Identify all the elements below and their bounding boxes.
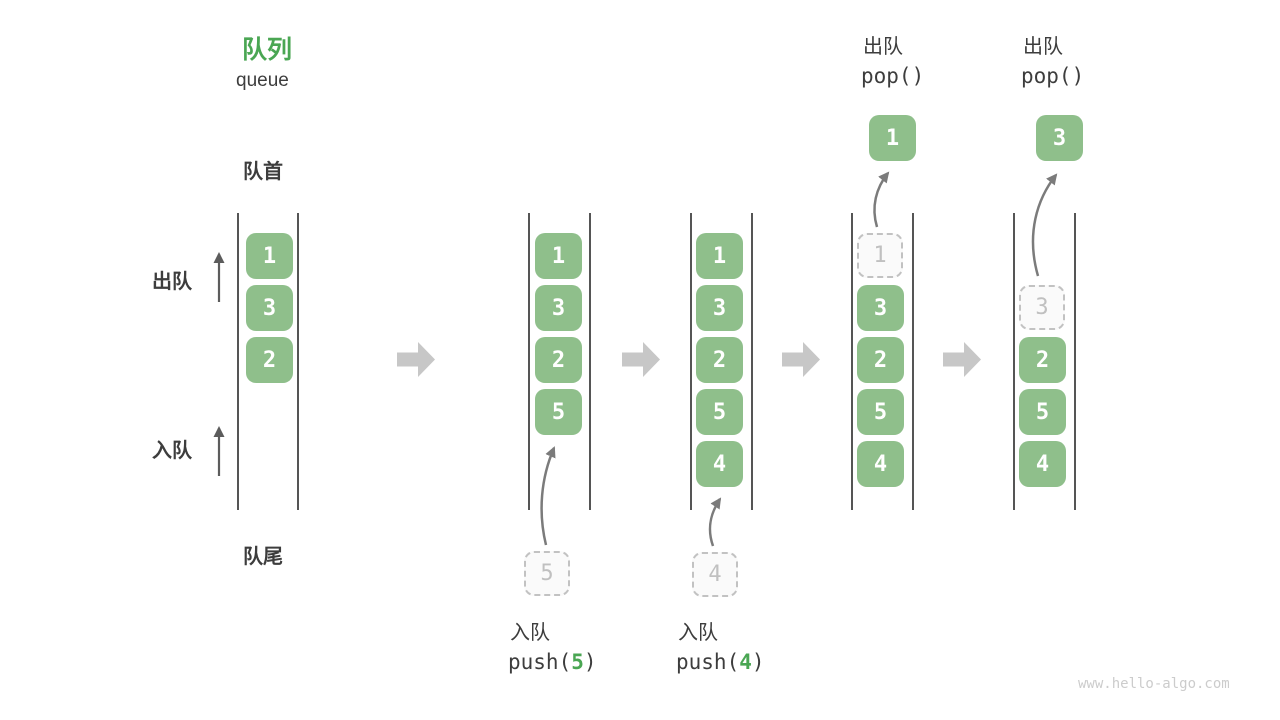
diagram-title-zh: 队列	[242, 36, 293, 64]
queue-wall	[1074, 213, 1076, 510]
queue-element: 3	[696, 285, 743, 331]
dequeue-op-code: pop()	[1021, 64, 1084, 88]
incoming-element-ghost: 5	[524, 551, 570, 596]
queue-element: 5	[857, 389, 904, 435]
state-transition-arrow	[782, 342, 820, 377]
queue-wall	[851, 213, 853, 510]
queue-wall	[528, 213, 530, 510]
queue-wall	[589, 213, 591, 510]
queue-element: 3	[857, 285, 904, 331]
queue-wall	[912, 213, 914, 510]
code-fn: push(	[508, 650, 572, 674]
push-arrow	[540, 446, 556, 546]
queue-element: 1	[246, 233, 293, 279]
code-fn: pop()	[861, 64, 925, 88]
dequeue-direction-label: 出队	[152, 271, 192, 293]
outgoing-element-ghost: 1	[857, 233, 903, 278]
queue-wall	[297, 213, 299, 510]
state-transition-arrow	[397, 342, 435, 377]
queue-element: 4	[857, 441, 904, 487]
queue-element: 3	[535, 285, 582, 331]
queue-rear-label: 队尾	[243, 546, 283, 568]
enqueue-op-code: push(5)	[508, 650, 597, 674]
queue-element: 1	[696, 233, 743, 279]
enqueue-op-label: 入队	[678, 622, 718, 644]
push-arrow	[708, 497, 722, 547]
enqueue-op-code: push(4)	[676, 650, 765, 674]
dequeue-op-label: 出队	[863, 36, 903, 58]
pop-arrow	[873, 171, 890, 228]
queue-element: 2	[246, 337, 293, 383]
queue-element: 3	[246, 285, 293, 331]
code-arg: 4	[739, 650, 752, 674]
queue-element: 1	[535, 233, 582, 279]
code-close: )	[751, 650, 765, 674]
diagram-title-en: queue	[236, 70, 289, 91]
enqueue-op-label: 入队	[510, 622, 550, 644]
queue-element: 4	[1019, 441, 1066, 487]
popped-element: 1	[869, 115, 916, 161]
queue-wall	[690, 213, 692, 510]
code-fn: pop()	[1021, 64, 1085, 88]
dequeue-op-label: 出队	[1023, 36, 1063, 58]
queue-wall	[751, 213, 753, 510]
queue-element: 2	[1019, 337, 1066, 383]
code-arg: 5	[571, 650, 584, 674]
queue-wall	[237, 213, 239, 510]
state-transition-arrow	[622, 342, 660, 377]
queue-element: 5	[535, 389, 582, 435]
incoming-element-ghost: 4	[692, 552, 738, 597]
pop-arrow	[1031, 173, 1058, 277]
popped-element: 3	[1036, 115, 1083, 161]
queue-wall	[1013, 213, 1015, 510]
queue-element: 4	[696, 441, 743, 487]
watermark: www.hello-algo.com	[1078, 676, 1230, 692]
queue-front-label: 队首	[243, 161, 283, 183]
code-close: )	[583, 650, 597, 674]
queue-element: 5	[696, 389, 743, 435]
code-fn: push(	[676, 650, 740, 674]
queue-element: 5	[1019, 389, 1066, 435]
queue-element: 2	[535, 337, 582, 383]
queue-element: 2	[857, 337, 904, 383]
enqueue-direction-label: 入队	[152, 440, 192, 462]
outgoing-element-ghost: 3	[1019, 285, 1065, 330]
queue-element: 2	[696, 337, 743, 383]
dequeue-op-code: pop()	[861, 64, 924, 88]
state-transition-arrow	[943, 342, 981, 377]
